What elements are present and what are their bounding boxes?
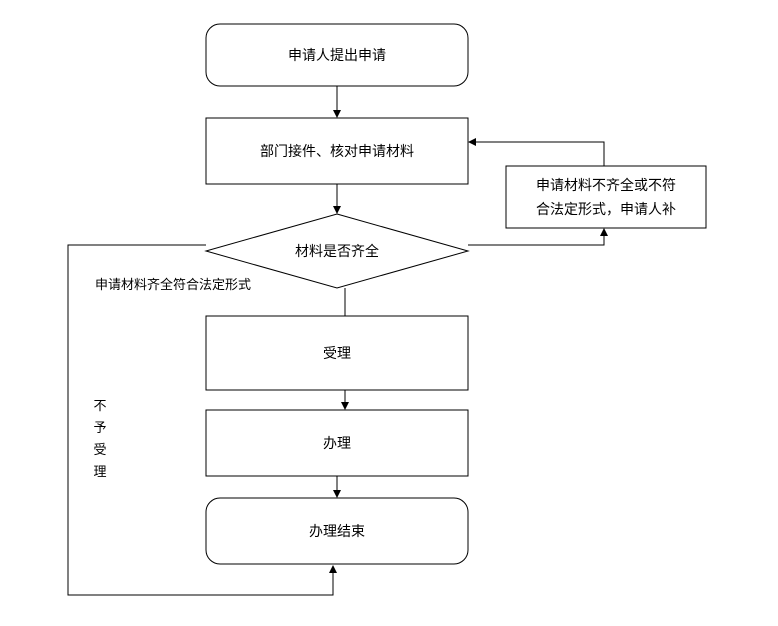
arrow-supplement-to-receive: [468, 138, 605, 166]
edge-reject-label: 不 予 受 理: [93, 399, 106, 480]
node-supplement: 申请材料不齐全或不符 合法定形式，申请人补: [505, 165, 707, 229]
arrow-decision-to-supplement: [468, 228, 608, 246]
node-accept: 受理: [205, 315, 469, 391]
node-materials-complete: 材料是否齐全: [204, 213, 470, 289]
node-handle: 办理: [205, 409, 469, 477]
node-supplement-label-line1: 申请材料不齐全或不符: [536, 177, 676, 194]
edge-reject-char-3: 受: [93, 443, 106, 458]
node-receive-check: 部门接件、核对申请材料: [205, 117, 469, 185]
edge-reject-char-4: 理: [93, 465, 106, 480]
node-materials-complete-label: 材料是否齐全: [295, 243, 379, 260]
node-handle-label: 办理: [323, 436, 351, 452]
arrow-decision-to-end-reject: [67, 244, 337, 596]
edge-complete-label: 申请材料齐全符合法定形式: [95, 277, 251, 293]
node-receive-check-label: 部门接件、核对申请材料: [260, 143, 414, 160]
node-end: 办理结束: [205, 497, 469, 565]
node-end-label: 办理结束: [309, 524, 365, 540]
edge-reject-char-1: 不: [93, 399, 106, 414]
node-supplement-label-line2: 合法定形式，申请人补: [536, 202, 676, 218]
node-apply: 申请人提出申请: [205, 23, 469, 87]
edge-reject-char-2: 予: [93, 421, 106, 436]
node-apply-label: 申请人提出申请: [288, 48, 386, 64]
node-accept-label: 受理: [323, 346, 351, 362]
